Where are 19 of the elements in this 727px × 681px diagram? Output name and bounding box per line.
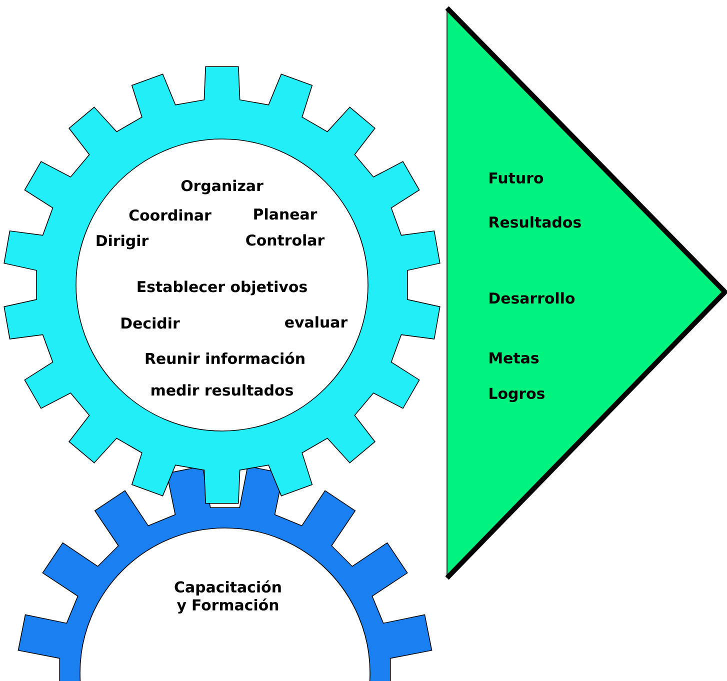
- gear-label: Decidir: [122, 317, 180, 329]
- gear-label: Capacitación y Formación: [174, 580, 281, 614]
- gear-label: medir resultados: [152, 384, 293, 396]
- triangle-label: Futuro: [490, 172, 544, 184]
- gear: [4, 66, 440, 504]
- gear-label: Establecer objetivos: [138, 280, 307, 296]
- triangle-label: Metas: [490, 352, 539, 364]
- gear-label: Organizar: [181, 180, 264, 194]
- triangle-label: Desarrollo: [490, 292, 575, 304]
- gear-label: Planear: [254, 208, 318, 220]
- gear-label: Reunir información: [146, 352, 304, 364]
- triangle: [445, 6, 727, 580]
- gear-label: Dirigir: [96, 234, 149, 250]
- gear-label: evaluar: [285, 316, 348, 328]
- gear: [18, 466, 432, 681]
- gear-label: Coordinar: [129, 209, 212, 221]
- gear-label: Controlar: [246, 234, 325, 246]
- triangle-label: Logros: [490, 388, 544, 402]
- triangle-label: Resultados: [490, 216, 581, 228]
